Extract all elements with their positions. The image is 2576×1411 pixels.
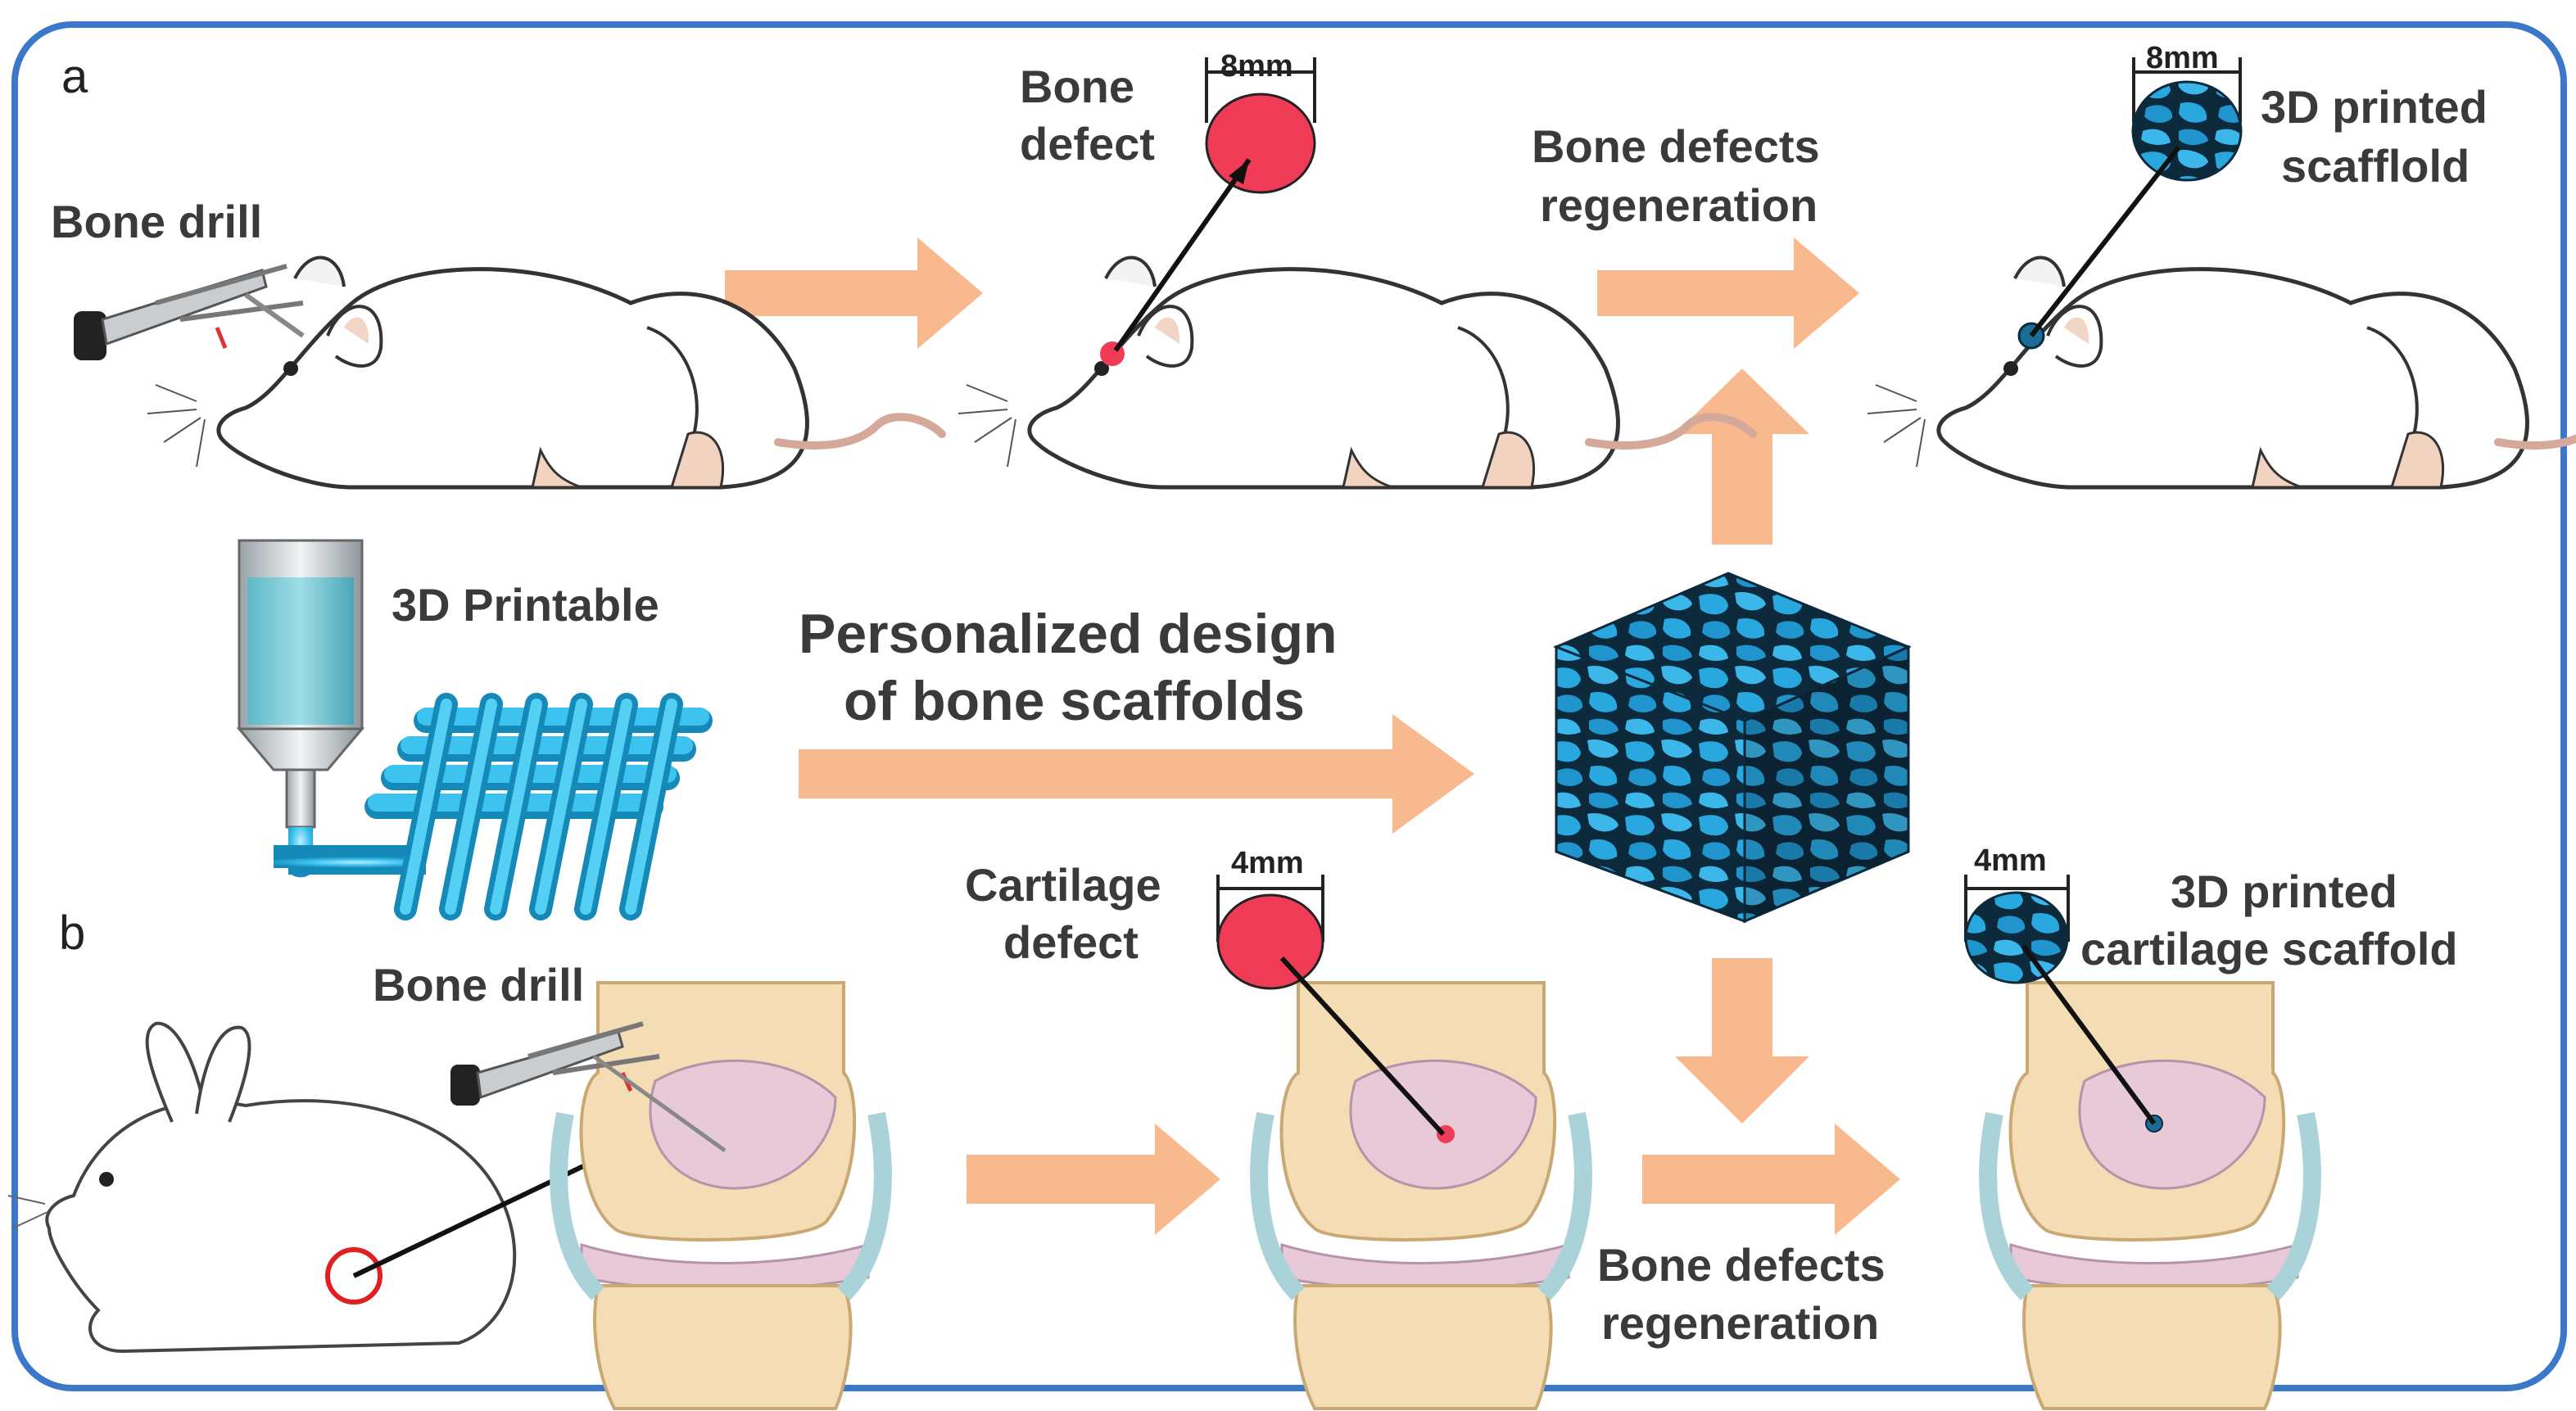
personalized-line1: Personalized design [799,603,1338,665]
cartilage-defect-line1: Cartilage [965,859,1161,911]
flow-arrows [725,237,1900,1235]
scaffold-top-dimension: 8mm [2146,41,2219,75]
panel-label-a: a [61,50,88,103]
bone-drill-label-b: Bone drill [373,959,585,1011]
bone-defect-callout [1113,57,1316,352]
scaffold-bottom-dimension: 4mm [1974,843,2047,878]
arrow-personalized-design [799,714,1474,834]
printed-cartilage-line1: 3D printed [2171,866,2397,917]
rat-bone-defect [958,256,1757,490]
arrow-drill-to-defect-a [725,237,983,349]
printed-scaffold-line1: 3D printed [2261,81,2488,133]
printed-scaffold-line2: scafflold [2281,140,2470,192]
cartilage-defect-callout [1216,875,1446,1137]
arrow-regen-top [1597,237,1859,349]
scaffold-cube [1553,572,1912,924]
personalized-line2: of bone scaffolds [844,670,1305,732]
regen-bottom-line1: Bone defects [1597,1239,1886,1291]
scaffold-callout-bottom [1964,875,2157,1125]
knee-joint-scaffold [1979,981,2321,1410]
bone-drill-label-a: Bone drill [51,196,263,247]
arrow-drill-to-defect-b [967,1124,1220,1235]
bone-defect-dimension: 8mm [1220,49,1293,84]
bone-defect-label-line1: Bone [1020,61,1134,112]
cartilage-defect-dimension: 4mm [1231,846,1304,880]
figure-border [11,21,2567,1391]
arrow-cube-down [1675,958,1809,1124]
printed-cartilage-line2: cartilage scaffold [2080,923,2458,975]
bone-drill-b [450,1021,727,1153]
scaffold-callout-top [2029,57,2243,337]
rat-with-scaffold [1867,256,2576,490]
rabbit-knee-marker [325,1247,383,1305]
panel-label-b: b [59,907,86,960]
knee-joint-defect [1250,981,1592,1410]
regen-top-line1: Bone defects [1532,120,1820,172]
rat-with-drill [147,256,946,490]
knee-joint-a [550,981,892,1410]
arrow-regen-bottom [1642,1124,1900,1235]
bone-defect-label-line2: defect [1020,118,1155,170]
regen-top-line2: regeneration [1540,179,1818,231]
arrow-cube-up [1675,369,1809,545]
printed-lattice [364,693,713,920]
cartilage-defect-line2: defect [1003,916,1139,968]
bone-drill-a [74,264,305,360]
printable-label: 3D Printable [392,579,659,631]
printer-syringe [236,539,426,878]
regen-bottom-line2: regeneration [1601,1297,1880,1349]
rabbit-illustration [7,1021,677,1354]
